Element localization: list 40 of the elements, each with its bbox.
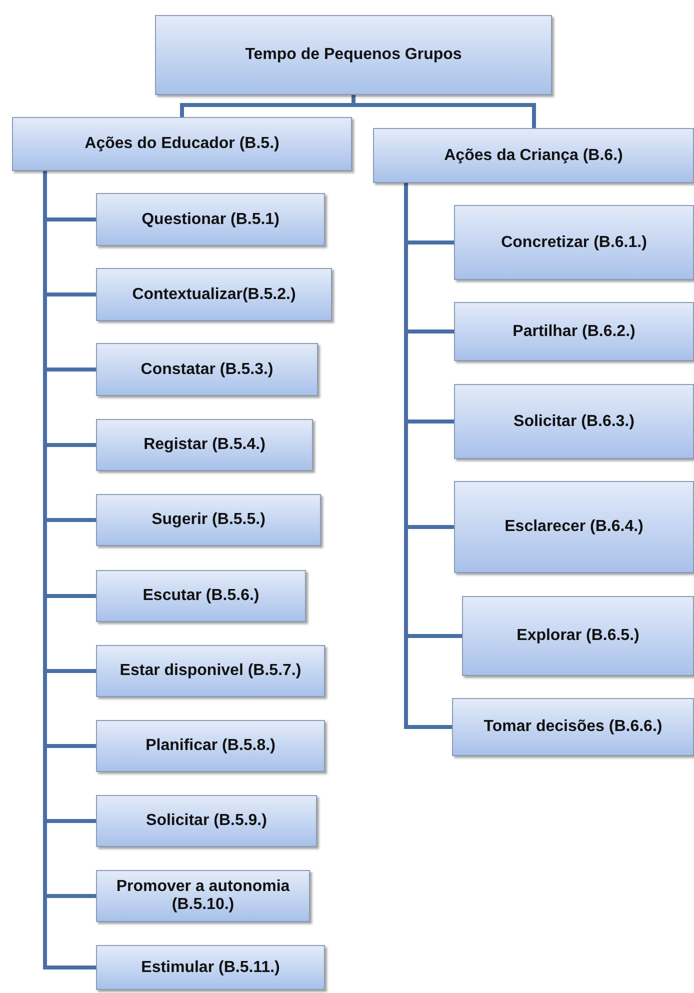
node-label: Estimular (B.5.11.) bbox=[141, 958, 280, 976]
category-box bbox=[452, 698, 694, 756]
node-label: Solicitar (B.5.9.) bbox=[146, 812, 267, 830]
node-label: Concretizar (B.6.1.) bbox=[501, 234, 647, 252]
category-box bbox=[373, 128, 694, 183]
node-label: Planificar (B.5.8.) bbox=[146, 737, 276, 755]
category-box bbox=[96, 419, 313, 471]
node-label: Promover a autonomia (B.5.10.) bbox=[115, 878, 291, 914]
category-box bbox=[155, 15, 552, 95]
category-box bbox=[454, 481, 694, 573]
category-box bbox=[96, 645, 325, 697]
node-label: Solicitar (B.6.3.) bbox=[514, 412, 634, 430]
category-box bbox=[96, 268, 332, 321]
node-label: Esclarecer (B.6.4.) bbox=[504, 518, 644, 536]
category-box bbox=[462, 596, 694, 676]
category-box bbox=[96, 193, 325, 246]
node-label: Constatar (B.5.3.) bbox=[140, 360, 274, 378]
node-label: Contextualizar(B.5.2.) bbox=[132, 286, 296, 304]
category-box bbox=[12, 117, 352, 171]
category-box bbox=[96, 343, 318, 396]
node-label: Registar (B.5.4.) bbox=[144, 436, 266, 454]
node-label: Explorar (B.6.5.) bbox=[516, 627, 640, 645]
category-box bbox=[454, 205, 694, 280]
category-box bbox=[96, 945, 325, 990]
node-label: Escutar (B.5.6.) bbox=[142, 587, 260, 605]
node-label: Estar disponivel (B.5.7.) bbox=[120, 662, 302, 680]
category-box bbox=[96, 720, 325, 772]
node-label: Sugerir (B.5.5.) bbox=[152, 511, 266, 529]
node-label: Ações da Criança (B.6.) bbox=[444, 146, 623, 164]
category-box bbox=[454, 384, 694, 459]
category-box bbox=[96, 795, 317, 847]
node-label: Ações do Educador (B.5.) bbox=[84, 135, 280, 153]
category-box bbox=[96, 570, 306, 622]
node-label: Partilhar (B.6.2.) bbox=[512, 322, 636, 340]
category-box bbox=[96, 494, 321, 546]
node-label: Tomar decisões (B.6.6.) bbox=[484, 718, 662, 736]
node-label: Tempo de Pequenos Grupos bbox=[245, 46, 462, 64]
category-box bbox=[454, 302, 694, 361]
node-label: Questionar (B.5.1) bbox=[142, 210, 280, 228]
category-box bbox=[96, 870, 310, 922]
